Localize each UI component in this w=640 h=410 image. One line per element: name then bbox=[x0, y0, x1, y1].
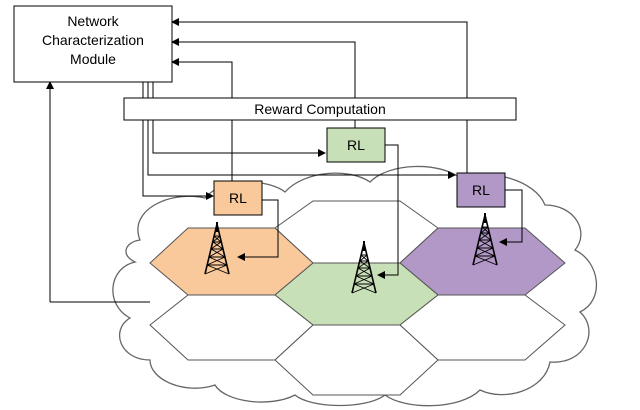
module-label-line1: Network bbox=[67, 13, 119, 29]
rl-agent-orange: RL bbox=[213, 180, 263, 216]
rl-agent-green: RL bbox=[326, 127, 386, 163]
cell-white-bottom bbox=[274, 324, 439, 396]
rl-agent-label: RL bbox=[229, 190, 247, 206]
rl-agent-label: RL bbox=[347, 137, 365, 153]
network-characterization-module: Network Characterization Module bbox=[13, 5, 173, 83]
module-label-line3: Module bbox=[70, 51, 116, 67]
rl-agent-label: RL bbox=[472, 182, 490, 198]
module-label-line2: Characterization bbox=[42, 32, 144, 48]
reward-computation-bar: Reward Computation bbox=[123, 97, 517, 121]
reward-computation-label: Reward Computation bbox=[254, 101, 386, 117]
rl-agent-purple: RL bbox=[456, 172, 506, 208]
